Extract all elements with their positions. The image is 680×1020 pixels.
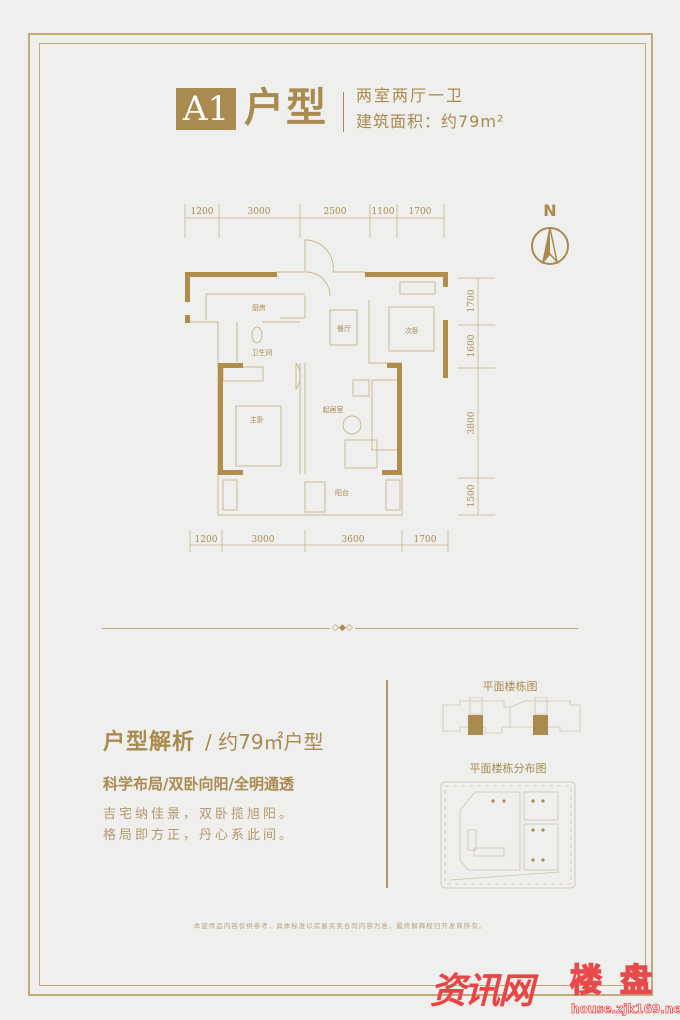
unit-title: 户型	[244, 85, 328, 131]
room-living: 起居室	[323, 405, 344, 414]
room-bathroom: 卫生间	[252, 348, 273, 357]
inner-frame	[39, 43, 646, 986]
dim-bottom-2: 3000	[252, 535, 275, 545]
dim-right-4: 1500	[467, 484, 477, 507]
unit-area: 建筑面积：约79m²	[356, 112, 505, 131]
room-dining: 餐厅	[337, 324, 351, 333]
vertical-divider	[386, 680, 388, 888]
analysis-line-1: 吉宅纳佳景，双卧揽旭阳。	[103, 807, 296, 822]
dim-top-3: 2500	[324, 207, 347, 217]
dim-top-4: 1100	[372, 207, 395, 217]
site-plan-image	[440, 781, 576, 889]
room-master-bedroom: 主卧	[250, 415, 264, 424]
room-balcony: 阳台	[335, 488, 349, 497]
dim-top-2: 3000	[248, 207, 271, 217]
site-plan-caption: 平面楼栋分布图	[469, 762, 547, 775]
dim-bottom-1: 1200	[195, 535, 218, 545]
unit-layout: 两室两厅一卫	[356, 86, 465, 105]
analysis-heading: 户型解析 / 约79㎡户型	[103, 728, 324, 757]
watermark-brand2: 楼盘	[569, 961, 671, 999]
header-separator	[343, 92, 344, 132]
compass-icon: N	[531, 201, 569, 265]
room-kitchen: 厨房	[252, 303, 266, 312]
divider-ornament-icon: ◇◆◇	[330, 623, 355, 633]
dim-top-5: 1700	[409, 207, 432, 217]
dim-bottom-4: 1700	[414, 535, 437, 545]
dim-right-1: 1700	[467, 289, 477, 312]
watermark-url: house.zjk169.net	[571, 1002, 680, 1017]
building-plan-caption: 平面楼栋图	[482, 680, 538, 693]
disclaimer: 本宣传品内容仅供参考，具体标准以房屋买卖合同内容为准，最终解释权归开发商所有。	[193, 922, 487, 930]
dim-bottom-3: 3600	[342, 535, 365, 545]
analysis-features: 科学布局/双卧向阳/全明通透	[103, 775, 294, 793]
dim-right-2: 1600	[467, 334, 477, 357]
room-second-bedroom: 次卧	[405, 326, 419, 335]
floor-plan: 1200 3000 2500 1100 1700 1200 3000 3600 …	[184, 204, 495, 552]
unit-code-badge: A1	[176, 88, 236, 130]
compass-label: N	[543, 201, 556, 220]
analysis-title: 户型解析	[103, 730, 196, 755]
dim-top-1: 1200	[191, 207, 214, 217]
dim-right-3: 3800	[467, 411, 477, 434]
building-plan-image	[442, 697, 581, 735]
watermark-brand: 资讯网	[430, 971, 534, 1012]
analysis-line-2: 格局即方正，丹心系此间。	[103, 828, 296, 843]
outer-frame	[28, 33, 653, 996]
analysis-subtitle: / 约79㎡户型	[205, 730, 324, 754]
